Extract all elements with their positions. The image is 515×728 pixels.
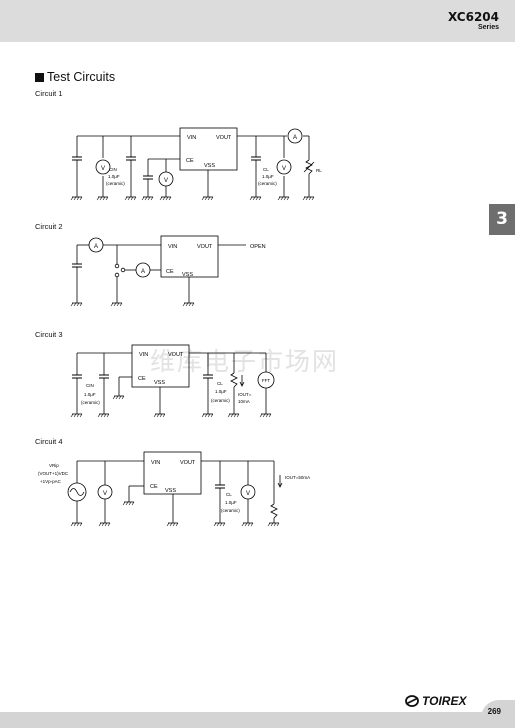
voltmeter-icon bbox=[240, 484, 256, 500]
cl-label: CL bbox=[226, 492, 232, 497]
section-title: Test Circuits bbox=[35, 70, 115, 84]
iout-label: IOUT= bbox=[238, 392, 252, 397]
iout-value: 10mA bbox=[238, 399, 250, 404]
cl-label: CL bbox=[263, 167, 269, 172]
section-title-text: Test Circuits bbox=[47, 70, 116, 84]
cin-type: (ceramic) bbox=[106, 181, 125, 186]
pin-ce: CE bbox=[150, 484, 158, 490]
ammeter-icon bbox=[88, 237, 104, 253]
circuit-2-label: Circuit 2 bbox=[35, 222, 63, 231]
cl-type: (ceramic) bbox=[258, 181, 277, 186]
circuit-3-label: Circuit 3 bbox=[35, 330, 63, 339]
vrip-label: VRip bbox=[49, 463, 59, 468]
pin-vss: VSS bbox=[182, 272, 193, 278]
cin-label: CIN bbox=[86, 383, 94, 388]
ammeter-icon bbox=[287, 128, 303, 144]
meter-label: A bbox=[293, 135, 297, 141]
watermark: 维库电子市场网 bbox=[150, 347, 340, 376]
fft-label: FFT bbox=[262, 378, 270, 383]
series-title: XC6204 bbox=[447, 10, 499, 24]
cl-type: (ceramic) bbox=[211, 398, 230, 403]
meter-label: V bbox=[282, 166, 286, 172]
logo-text: TOIREX bbox=[422, 694, 467, 708]
pin-vss: VSS bbox=[165, 488, 176, 494]
ic-block-2 bbox=[160, 235, 219, 278]
pin-vout: VOUT bbox=[168, 352, 184, 358]
pin-vin: VIN bbox=[168, 244, 177, 250]
cl-value: 1.0μF bbox=[225, 500, 237, 505]
pin-vss: VSS bbox=[154, 380, 165, 386]
cl-type: (ceramic) bbox=[221, 508, 240, 513]
cl-value: 1.0μF bbox=[262, 174, 274, 179]
pin-ce: CE bbox=[186, 158, 194, 164]
square-bullet-icon bbox=[35, 72, 44, 82]
voltmeter-icon bbox=[158, 171, 174, 187]
ammeter-icon bbox=[135, 262, 151, 278]
meter-label: A bbox=[141, 269, 145, 275]
pin-vin: VIN bbox=[151, 460, 160, 466]
pin-vout: VOUT bbox=[216, 135, 232, 141]
header-band: XC6204 Series bbox=[0, 0, 515, 42]
iout-label: IOUT=50mA bbox=[285, 475, 310, 480]
open-label: OPEN bbox=[250, 244, 266, 250]
cl-label: CL bbox=[217, 381, 223, 386]
pin-ce: CE bbox=[166, 269, 174, 275]
page-number: 269 bbox=[487, 707, 501, 716]
cin-type: (ceramic) bbox=[81, 400, 100, 405]
voltmeter-icon bbox=[95, 159, 111, 175]
pin-ce: CE bbox=[138, 376, 146, 382]
cl-value: 1.0μF bbox=[215, 389, 227, 394]
chapter-tab: 3 bbox=[489, 204, 515, 235]
ic-block-4 bbox=[143, 451, 202, 495]
circuit-4-label: Circuit 4 bbox=[35, 437, 63, 446]
rl-label: RL bbox=[316, 168, 322, 173]
pin-vout: VOUT bbox=[180, 460, 196, 466]
cin-label: CIN bbox=[109, 167, 117, 172]
meter-label: V bbox=[164, 178, 168, 184]
cin-value: 1.0μF bbox=[108, 174, 120, 179]
footer-tab bbox=[481, 700, 515, 728]
voltmeter-icon bbox=[276, 159, 292, 175]
logo-mark-icon bbox=[405, 695, 419, 707]
pin-vin: VIN bbox=[139, 352, 148, 358]
ic-block-1 bbox=[179, 127, 238, 171]
pin-vss: VSS bbox=[204, 163, 215, 169]
meter-label: A bbox=[94, 244, 98, 250]
footer-band bbox=[0, 712, 515, 728]
pin-vin: VIN bbox=[187, 135, 196, 141]
meter-label: V bbox=[101, 166, 105, 172]
vrip-ac: +1Vp-pAC bbox=[40, 479, 62, 484]
voltmeter-icon bbox=[97, 484, 113, 500]
ic-block-3 bbox=[131, 344, 190, 388]
pin-vout: VOUT bbox=[197, 244, 213, 250]
fft-analyzer-icon bbox=[257, 371, 275, 389]
cin-value: 1.0μF bbox=[84, 392, 96, 397]
sine-wave-icon bbox=[69, 488, 85, 496]
torex-logo: TOIREX bbox=[404, 694, 466, 708]
series-subtitle: Series bbox=[477, 24, 499, 31]
meter-label: V bbox=[246, 491, 250, 497]
circuit-1-label: Circuit 1 bbox=[35, 89, 63, 98]
meter-label: V bbox=[103, 491, 107, 497]
vrip-dc: (VOUT+1)VDC bbox=[38, 471, 69, 476]
